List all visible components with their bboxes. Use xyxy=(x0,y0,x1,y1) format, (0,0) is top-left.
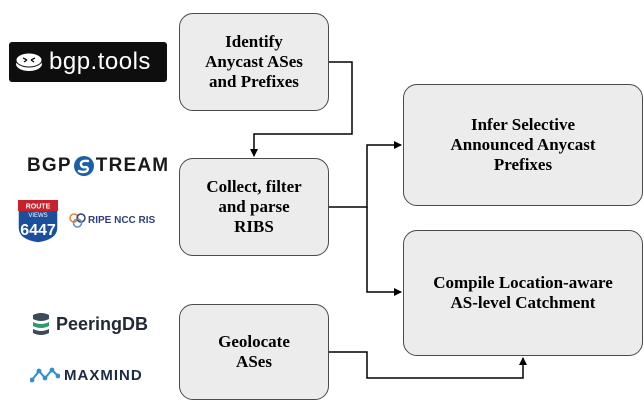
maxmind-label: MAXMIND xyxy=(64,366,143,384)
bgpstream-s-icon xyxy=(73,156,94,176)
arrow-identify-to-collect xyxy=(250,61,353,157)
routeviews-mid: VIEWS xyxy=(28,213,47,219)
routeviews-top: ROUTE xyxy=(26,204,51,211)
routeviews-num: 6447 xyxy=(20,222,56,239)
router-icon xyxy=(9,42,49,82)
bgpstream-suffix: TREAM xyxy=(95,155,170,176)
arrow-collect-to-infer xyxy=(329,141,402,208)
step-collect-ribs: Collect, filter and parse RIBS xyxy=(179,158,329,256)
ripe-ris-logo: RIPE NCC RIS xyxy=(68,206,164,234)
bgptools-logo: bgp.tools xyxy=(9,42,167,82)
routeviews-logo: ROUTE VIEWS 6447 xyxy=(14,198,62,244)
bgpstream-prefix: BGP xyxy=(27,155,72,176)
peeringdb-logo: PeeringDB xyxy=(32,312,148,336)
step-geolocate-ases: Geolocate ASes xyxy=(179,304,329,400)
maxmind-logo: MAXMIND xyxy=(30,366,143,384)
step-infer-selective: Infer Selective Announced Anycast Prefix… xyxy=(403,84,643,206)
bgptools-label: bgp.tools xyxy=(49,48,151,75)
bgpstream-logo: BGP TREAM xyxy=(27,155,169,177)
step-identify-anycast: Identify Anycast ASes and Prefixes xyxy=(179,13,329,111)
step-compile-catchment: Compile Location-aware AS-level Catchmen… xyxy=(403,230,643,356)
ripe-label: RIPE NCC RIS xyxy=(88,214,156,226)
arrow-collect-to-compile xyxy=(366,207,402,296)
database-icon xyxy=(33,313,49,335)
maxmind-icon xyxy=(30,367,60,383)
ripe-icon xyxy=(69,213,86,228)
arrow-geo-to-compile xyxy=(329,351,527,379)
peeringdb-label: PeeringDB xyxy=(56,313,149,334)
